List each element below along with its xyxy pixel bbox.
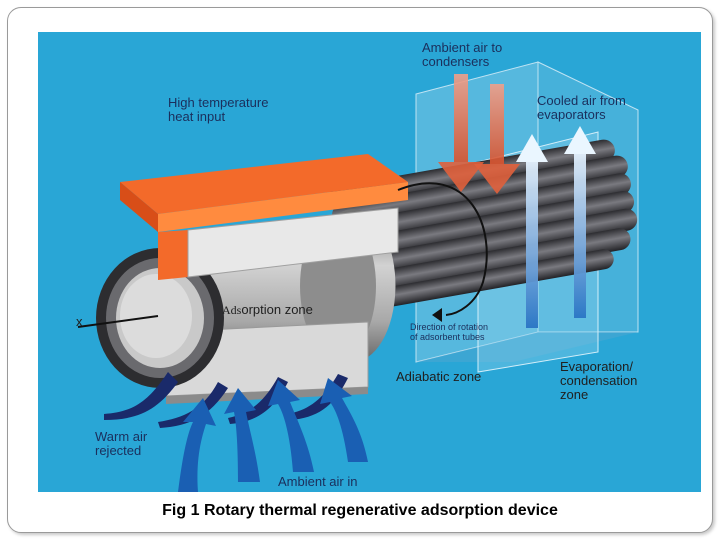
high-temperature-heat-input-label: High temperature heat input [168,95,269,124]
ambient-air-to-condensers-label: Ambient air to condensers [422,40,503,69]
heat-input-plate [120,154,408,280]
axis-line [77,315,159,328]
condenser-air-arrows [438,74,520,194]
adsorption-zone-label: Adsorption zone [222,289,313,318]
warm-air-rejected-label: Warm air rejected [95,429,148,458]
adsorption-zone-label-prefix: Ads [222,303,242,317]
cooled-air-from-evaporators-label: Cooled air from evaporators [537,93,626,122]
rotation-direction-label: Direction of rotation of adsorbent tubes [410,322,489,342]
rotation-arrowhead [432,308,442,322]
rotation-direction-arrow [397,182,488,316]
figure-caption: Fig 1 Rotary thermal regenerative adsorp… [162,502,558,519]
axis-x-label: x [76,314,83,329]
evaporation-condensation-zone-label: Evaporation/ condensation zone [560,359,638,402]
adsorption-zone-label-suffix: orption zone [241,302,313,317]
ambient-air-in-arrows [178,378,368,492]
evaporator-air-arrows [516,126,596,328]
adsorption-device-diagram: High temperature heat input Ambient air … [38,32,701,492]
adiabatic-zone-label: Adiabatic zone [396,369,482,384]
ambient-air-in-label: Ambient air in [278,474,358,489]
